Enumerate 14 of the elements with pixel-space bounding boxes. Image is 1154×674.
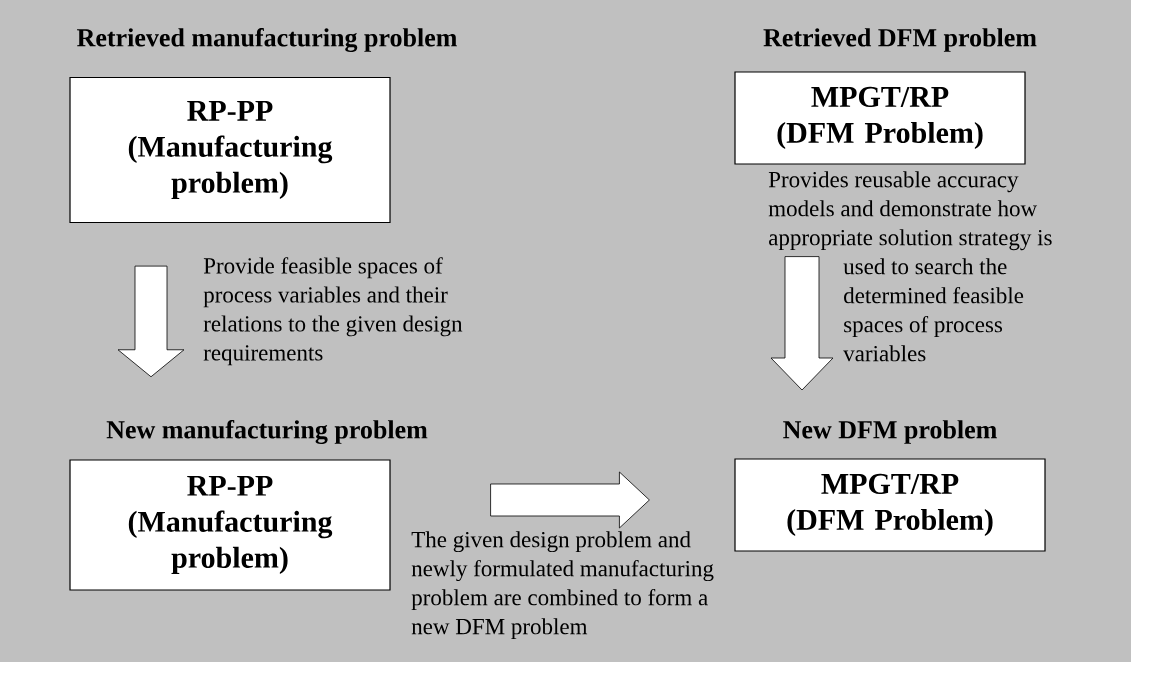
process-box: RP-PP (Manufacturing problem) bbox=[69, 459, 391, 591]
process-box: RP-PP (Manufacturing problem) bbox=[69, 76, 391, 224]
process-box: MPGT/RP (DFM Problem) bbox=[734, 71, 1026, 165]
block-arrow bbox=[490, 471, 650, 529]
heading: New manufacturing problem bbox=[106, 420, 428, 444]
block-arrow bbox=[117, 265, 185, 378]
block-arrow bbox=[770, 256, 834, 391]
edge-label: The given design problem and newly formulated manufacturing problem are combined to form a new DFM problem bbox=[411, 531, 714, 640]
heading: Retrieved DFM problem bbox=[763, 28, 1037, 52]
heading: New DFM problem bbox=[783, 420, 997, 444]
edge-label: Provide feasible spaces of process variables and their relations to the given design requirements bbox=[203, 257, 463, 366]
heading: Retrieved manufacturing problem bbox=[77, 28, 457, 52]
process-box: MPGT/RP (DFM Problem) bbox=[734, 458, 1046, 552]
edge-label: Provides reusable accuracy models and demonstrate how appropriate solution strategy is used to search the determined feasible spaces of process variables bbox=[768, 171, 1052, 362]
